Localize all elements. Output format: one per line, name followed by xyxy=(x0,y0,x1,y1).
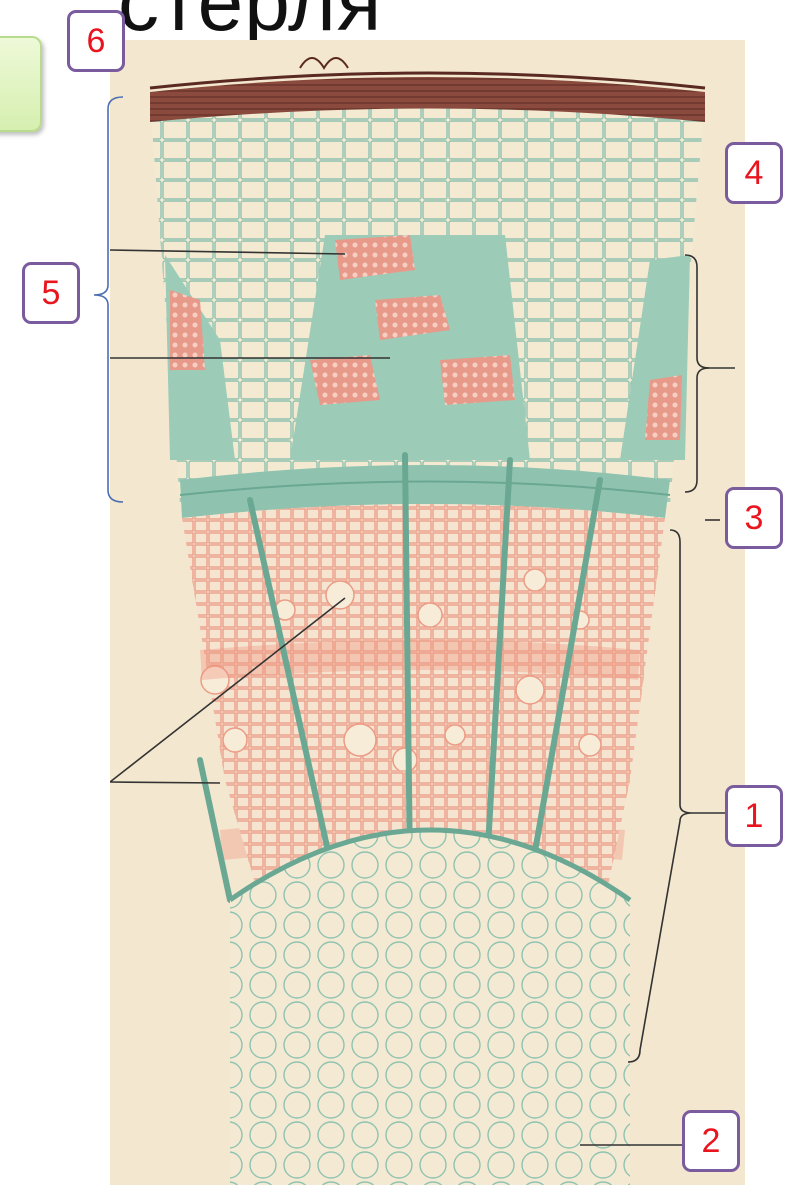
slide-title: стерля xyxy=(118,0,382,44)
bracket-5 xyxy=(78,95,128,505)
label-2: 2 xyxy=(682,1110,740,1172)
label-1: 1 xyxy=(725,785,783,847)
label-4: 4 xyxy=(725,142,783,204)
label-6: 6 xyxy=(67,10,125,72)
green-tab[interactable] xyxy=(0,36,42,132)
stem-cross-section-image xyxy=(110,40,745,1185)
label-3: 3 xyxy=(725,487,783,549)
label-5: 5 xyxy=(22,262,80,324)
